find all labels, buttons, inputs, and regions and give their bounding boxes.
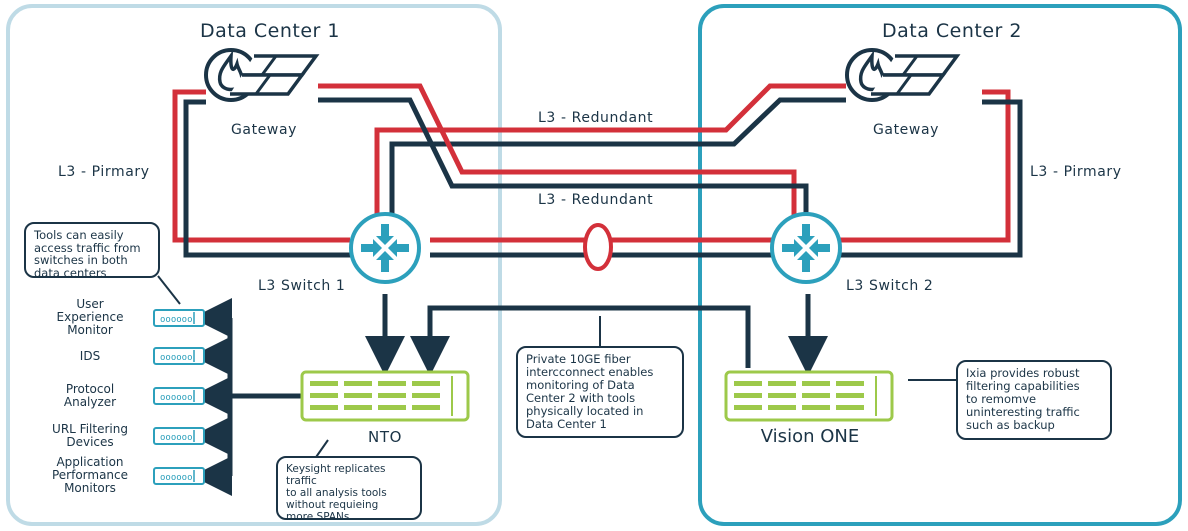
gateway-1-icon — [204, 48, 320, 102]
l3-switch-1-label: L3 Switch 1 — [258, 278, 346, 294]
l3-redundant-mid-label: L3 - Redundant — [538, 192, 654, 208]
gateway-2-icon — [845, 48, 961, 102]
gateway-2-label: Gateway — [872, 122, 940, 138]
data-center-1-box — [6, 4, 502, 526]
l3-redundant-top-label: L3 - Redundant — [538, 110, 654, 126]
svg-text:oooooo: oooooo — [160, 433, 193, 443]
svg-text:oooooo: oooooo — [160, 393, 193, 403]
l3-primary-left-navy-link — [183, 99, 352, 258]
tool-label-protocol-analyzer: Protocol Analyzer — [63, 382, 117, 409]
dc1-title: Data Center 1 — [200, 20, 340, 42]
tool-label-application-performance: Application Performance Monitors — [51, 455, 129, 495]
tool-box-user-experience-monitor: oooooo — [153, 309, 205, 327]
tool-box-protocol-analyzer: oooooo — [153, 387, 205, 405]
tool-label-ids: IDS — [79, 349, 101, 363]
dc2-title: Data Center 2 — [882, 20, 1022, 42]
fiber-interconnect-link — [410, 305, 751, 376]
tool-box-application-performance: oooooo — [153, 467, 205, 485]
nto-label: NTO — [368, 428, 402, 446]
callout-ixia: Ixia provides robust filtering capabilit… — [956, 360, 1112, 440]
svg-text:oooooo: oooooo — [160, 473, 193, 483]
callout-tools-access: Tools can easily access traffic from swi… — [24, 222, 160, 279]
l3-primary-left-red-link — [172, 89, 350, 243]
l3-primary-left-label: L3 - Pirmary — [58, 164, 150, 180]
data-center-2-box — [698, 4, 1182, 526]
l3-primary-right-navy-link — [834, 99, 1023, 258]
link-aggregation-ring — [583, 223, 613, 271]
l3-switch-1-icon — [349, 212, 421, 284]
tools-callout-pointer — [157, 275, 181, 305]
svg-text:oooooo: oooooo — [160, 315, 193, 325]
tool-label-url-filtering: URL Filtering Devices — [52, 422, 128, 449]
l3-redundant-mid-red-link — [318, 83, 797, 222]
l3-redundant-top-navy-link — [389, 97, 846, 222]
l3-primary-right-label: L3 - Pirmary — [1030, 164, 1122, 180]
gateway-1-label: Gateway — [230, 122, 298, 138]
callout-fiber-interconnect: Private 10GE fiber intercconnect enables… — [516, 346, 684, 438]
vision-one-label: Vision ONE — [760, 426, 860, 447]
tool-box-url-filtering: oooooo — [153, 427, 205, 445]
l3-switch-2-label: L3 Switch 2 — [846, 278, 934, 294]
l3-switch-2-icon — [770, 212, 842, 284]
l3-redundant-top-red-link — [374, 83, 846, 222]
l3-primary-right-red-link — [834, 89, 1011, 243]
svg-text:oooooo: oooooo — [160, 353, 193, 363]
tool-label-user-experience-monitor: User Experience Monitor — [56, 297, 124, 337]
tool-box-ids: oooooo — [153, 347, 205, 365]
callout-keysight: Keysight replicates traffic to all analy… — [276, 456, 422, 523]
l3-redundant-mid-navy-link — [318, 97, 809, 222]
nto-device-icon — [300, 370, 470, 422]
vision-one-device-icon — [724, 370, 894, 422]
